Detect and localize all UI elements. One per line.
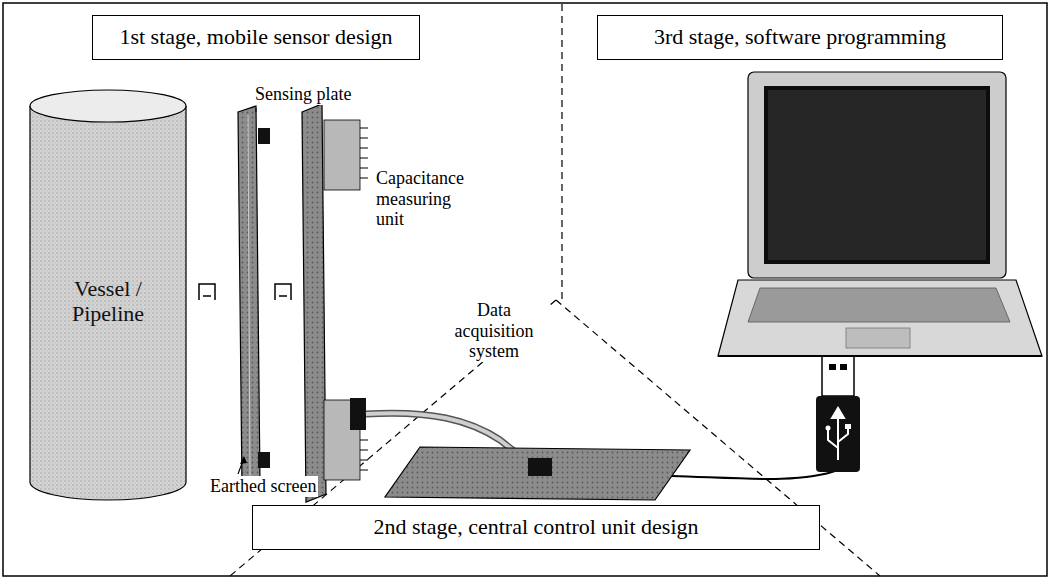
vessel-label: Vessel / Pipeline — [52, 276, 164, 327]
stage-box: 1st stage, mobile sensor design — [92, 15, 420, 60]
part-label: Earthed screen — [208, 476, 318, 497]
daq-board — [385, 447, 690, 500]
usb-cable — [672, 470, 838, 479]
leader-arrowhead — [240, 456, 247, 464]
frame — [3, 3, 1047, 576]
stage-title: 3rd stage, software programming — [654, 25, 946, 49]
laptop — [718, 72, 1042, 356]
capacitance-board — [302, 104, 368, 502]
stage-box: 3rd stage, software programming — [597, 15, 1003, 60]
part-label: Data acquisition system — [440, 300, 548, 362]
stage-title: 2nd stage, central control unit design — [373, 515, 698, 539]
stage-box: 2nd stage, central control unit design — [252, 505, 820, 550]
part-label: Capacitance measuring unit — [374, 168, 484, 230]
vessel-cylinder: Vessel / Pipeline — [28, 88, 188, 502]
stage-title: 1st stage, mobile sensor design — [119, 25, 392, 49]
usb-plug — [816, 356, 860, 472]
part-label: Sensing plate — [253, 84, 354, 105]
sensing-plate — [238, 106, 270, 488]
leader-line — [256, 108, 257, 112]
capacitor-symbol — [199, 284, 291, 300]
